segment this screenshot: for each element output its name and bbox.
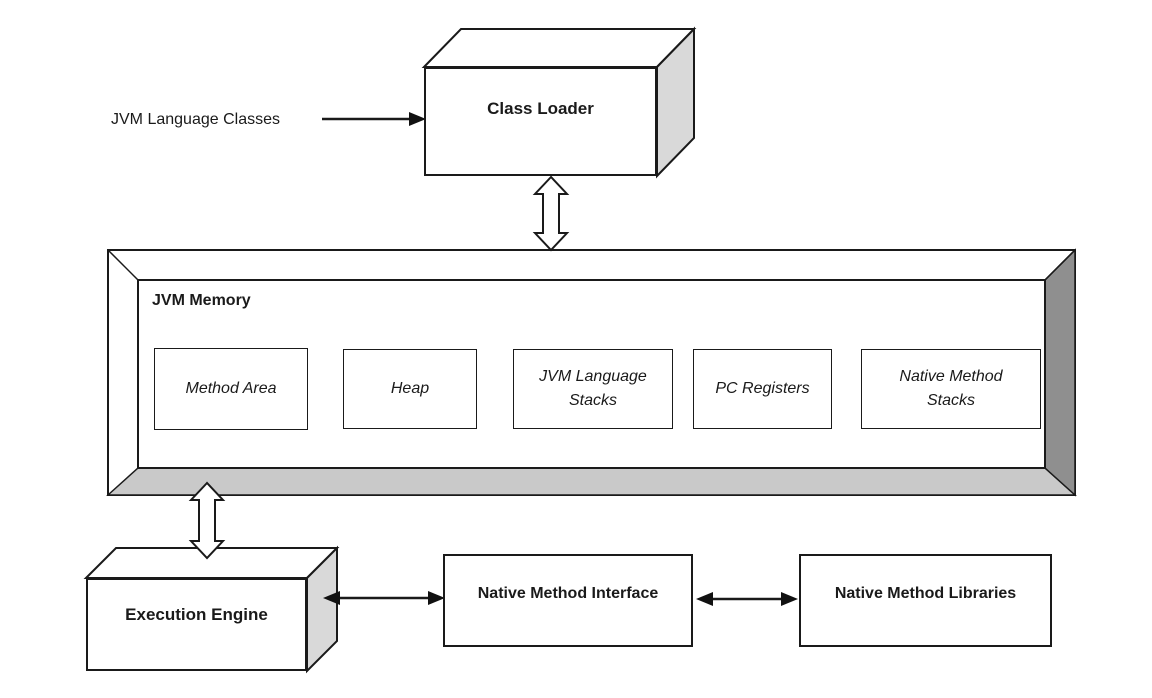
- execution-engine-right-face: [306, 545, 338, 674]
- class-loader-box: Class Loader: [424, 67, 657, 176]
- jvm-memory-label: JVM Memory: [152, 292, 251, 309]
- arrow-engine-interface-left-head-icon: [323, 591, 340, 605]
- pc-registers-box: PC Registers: [693, 349, 832, 429]
- jvm-memory-frame-right-face: [1044, 248, 1076, 497]
- arrow-interface-libraries-right-head-icon: [781, 592, 798, 606]
- bidirectional-arrow-classloader-memory: [532, 175, 570, 252]
- heap-label: Heap: [390, 380, 430, 397]
- jvm-language-stacks-label: JVM Language Stacks: [539, 368, 647, 409]
- execution-engine-label: Execution Engine: [125, 604, 268, 624]
- native-method-interface-box: Native Method Interface: [443, 554, 693, 647]
- native-method-stacks-label: Native Method Stacks: [899, 368, 1003, 409]
- native-method-libraries-label: Native Method Libraries: [834, 584, 1017, 602]
- class-loader-right-face: [656, 26, 695, 179]
- method-area-label: Method Area: [185, 380, 277, 397]
- class-loader-top-face: [421, 28, 697, 68]
- native-method-libraries-box: Native Method Libraries: [799, 554, 1052, 647]
- jvm-memory-frame-topright-diagonal: [1044, 249, 1076, 281]
- arrow-engine-interface-right-head-icon: [428, 591, 445, 605]
- input-arrow-head-icon: [409, 112, 426, 126]
- arrow-interface-libraries-left-head-icon: [696, 592, 713, 606]
- jvm-memory-frame-topleft-diagonal: [107, 249, 139, 281]
- pc-registers-label: PC Registers: [715, 380, 810, 397]
- method-area-box: Method Area: [154, 348, 308, 430]
- execution-engine-box: Execution Engine: [86, 578, 307, 671]
- heap-box: Heap: [343, 349, 477, 429]
- jvm-language-stacks-box: JVM Language Stacks: [513, 349, 673, 429]
- bidirectional-arrow-memory-engine: [188, 481, 226, 560]
- native-method-stacks-box: Native Method Stacks: [861, 349, 1041, 429]
- jvm-language-classes-label: JVM Language Classes: [111, 111, 280, 128]
- native-method-interface-label: Native Method Interface: [477, 584, 659, 602]
- class-loader-label: Class Loader: [487, 98, 594, 118]
- jvm-memory-frame-bottom-face: [106, 467, 1077, 496]
